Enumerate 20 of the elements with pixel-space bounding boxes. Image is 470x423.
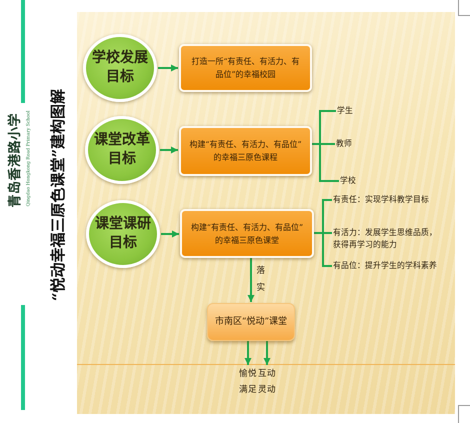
goal-circle: 课堂改革目标	[85, 116, 159, 184]
bracket-line	[312, 143, 339, 182]
arrow	[160, 146, 178, 154]
goal-circle: 学校发展目标	[83, 34, 157, 102]
outcome-text: 愉悦满足	[239, 366, 257, 398]
bracket-line	[314, 232, 332, 267]
title: “悦动幸福三原色课堂”建构图解	[48, 88, 68, 304]
goal-circle: 课堂课研目标	[86, 200, 160, 268]
content-box: 打造一所“有责任、有活力、有品位”的幸福校园	[179, 44, 312, 92]
arrow	[161, 230, 179, 238]
arrow	[248, 258, 254, 302]
content-box: 市南区“悦动”课堂	[207, 303, 295, 341]
outcome-text: 互动灵动	[258, 366, 276, 398]
content-box: 构建“有责任、有活力、有品位”的幸福三原色课程	[179, 126, 312, 176]
edge-label: 落实	[256, 264, 266, 295]
arrow	[158, 64, 178, 72]
arrow	[244, 341, 252, 365]
arrow	[264, 341, 270, 365]
school-name: 青岛香港路小学	[8, 112, 24, 210]
content-box: 构建“有责任、有活力、有品位”的幸福三原色课堂	[180, 209, 314, 258]
